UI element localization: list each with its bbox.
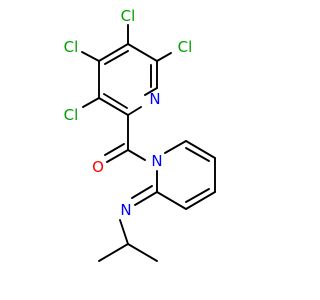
bond <box>82 97 100 108</box>
bond <box>156 191 187 210</box>
atom-cl-right: Cl <box>178 38 193 56</box>
bond <box>156 52 172 62</box>
bond <box>164 140 187 154</box>
bond <box>185 147 210 162</box>
bond <box>131 185 153 199</box>
carbonyl-bonds <box>104 114 146 163</box>
bond <box>119 219 129 245</box>
bond <box>134 191 158 206</box>
chlorine-bonds <box>81 24 172 108</box>
bond <box>127 243 158 262</box>
bond <box>144 87 158 96</box>
atom-n-pyridine: N <box>149 90 160 108</box>
bond <box>185 140 216 159</box>
bond <box>104 50 129 65</box>
atom-n-imine: N <box>120 201 131 219</box>
bond <box>98 43 129 62</box>
atom-n-ring: N <box>151 152 162 170</box>
bond <box>98 243 129 262</box>
bond <box>127 43 158 62</box>
pyridine-ring-bonds <box>98 43 158 116</box>
imine-bonds <box>98 185 158 262</box>
atom-o-carbonyl: O <box>92 158 104 176</box>
bond <box>127 106 142 116</box>
atom-cl-upper-left: Cl <box>64 38 79 56</box>
dihydropyridine-ring-bonds <box>156 140 216 210</box>
bond <box>185 191 216 210</box>
bond <box>81 51 100 62</box>
atom-cl-lower-left: Cl <box>64 106 79 124</box>
bond <box>185 188 210 203</box>
bond <box>103 93 128 109</box>
atom-cl-top: Cl <box>121 7 136 25</box>
bond <box>127 149 146 161</box>
molecule-diagram: Cl Cl Cl Cl N O N N <box>64 7 216 262</box>
bond <box>98 97 129 116</box>
bond <box>106 149 129 163</box>
bond <box>104 143 125 156</box>
